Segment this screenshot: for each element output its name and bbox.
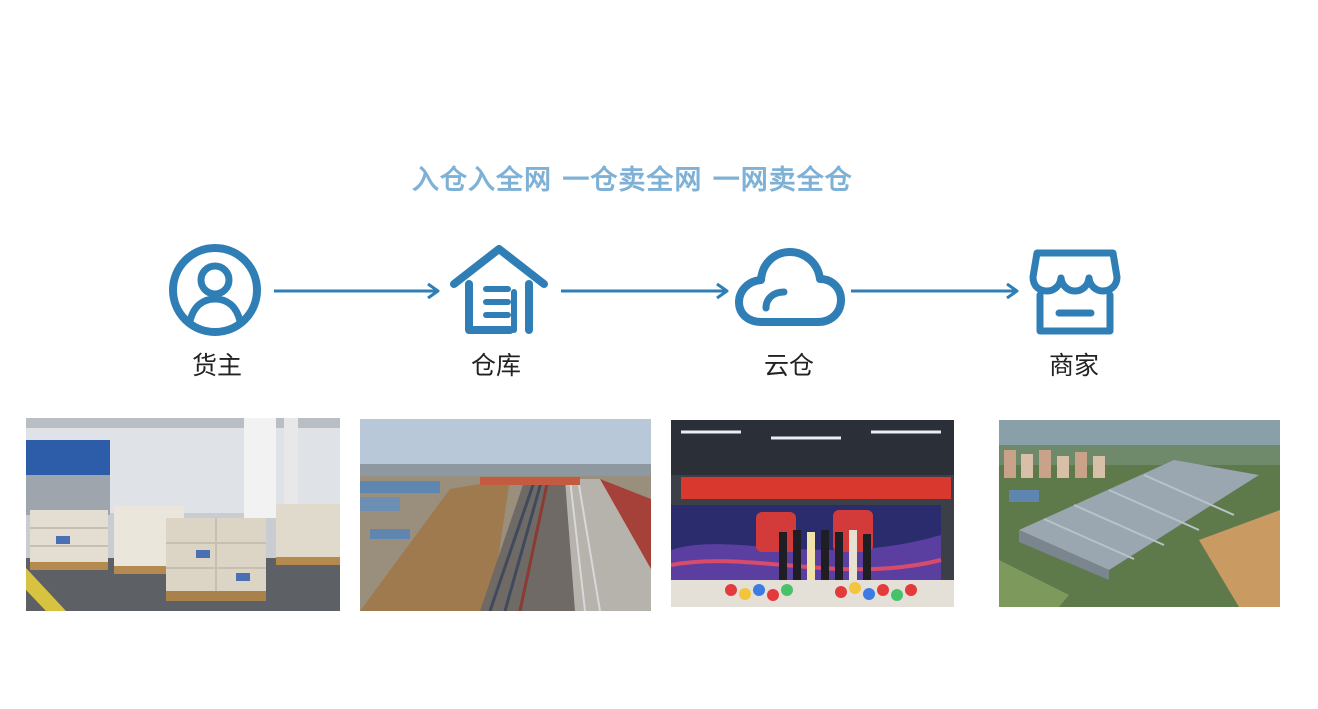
step-label-warehouse: 仓库 (470, 351, 521, 380)
step-label-cloud: 云仓 (763, 351, 814, 380)
photo-warehouse-interior (26, 418, 340, 611)
flow-arrow-2 (559, 281, 731, 301)
step-label-merchant: 商家 (1048, 351, 1099, 380)
headline: 入仓入全网 一仓卖全网 一网卖全仓 (412, 165, 853, 196)
step-label-owner: 货主 (191, 351, 242, 380)
cloud-icon (734, 246, 846, 330)
storefront-icon (1029, 247, 1121, 337)
flow-arrow-3 (849, 281, 1021, 301)
flow-arrow-1 (272, 281, 442, 301)
warehouse-house-icon (450, 244, 548, 336)
user-circle-icon (168, 243, 262, 337)
photo-logistics-park (999, 420, 1280, 607)
photo-opening-ceremony (671, 420, 954, 607)
photo-rail-freight-yard (360, 419, 651, 611)
